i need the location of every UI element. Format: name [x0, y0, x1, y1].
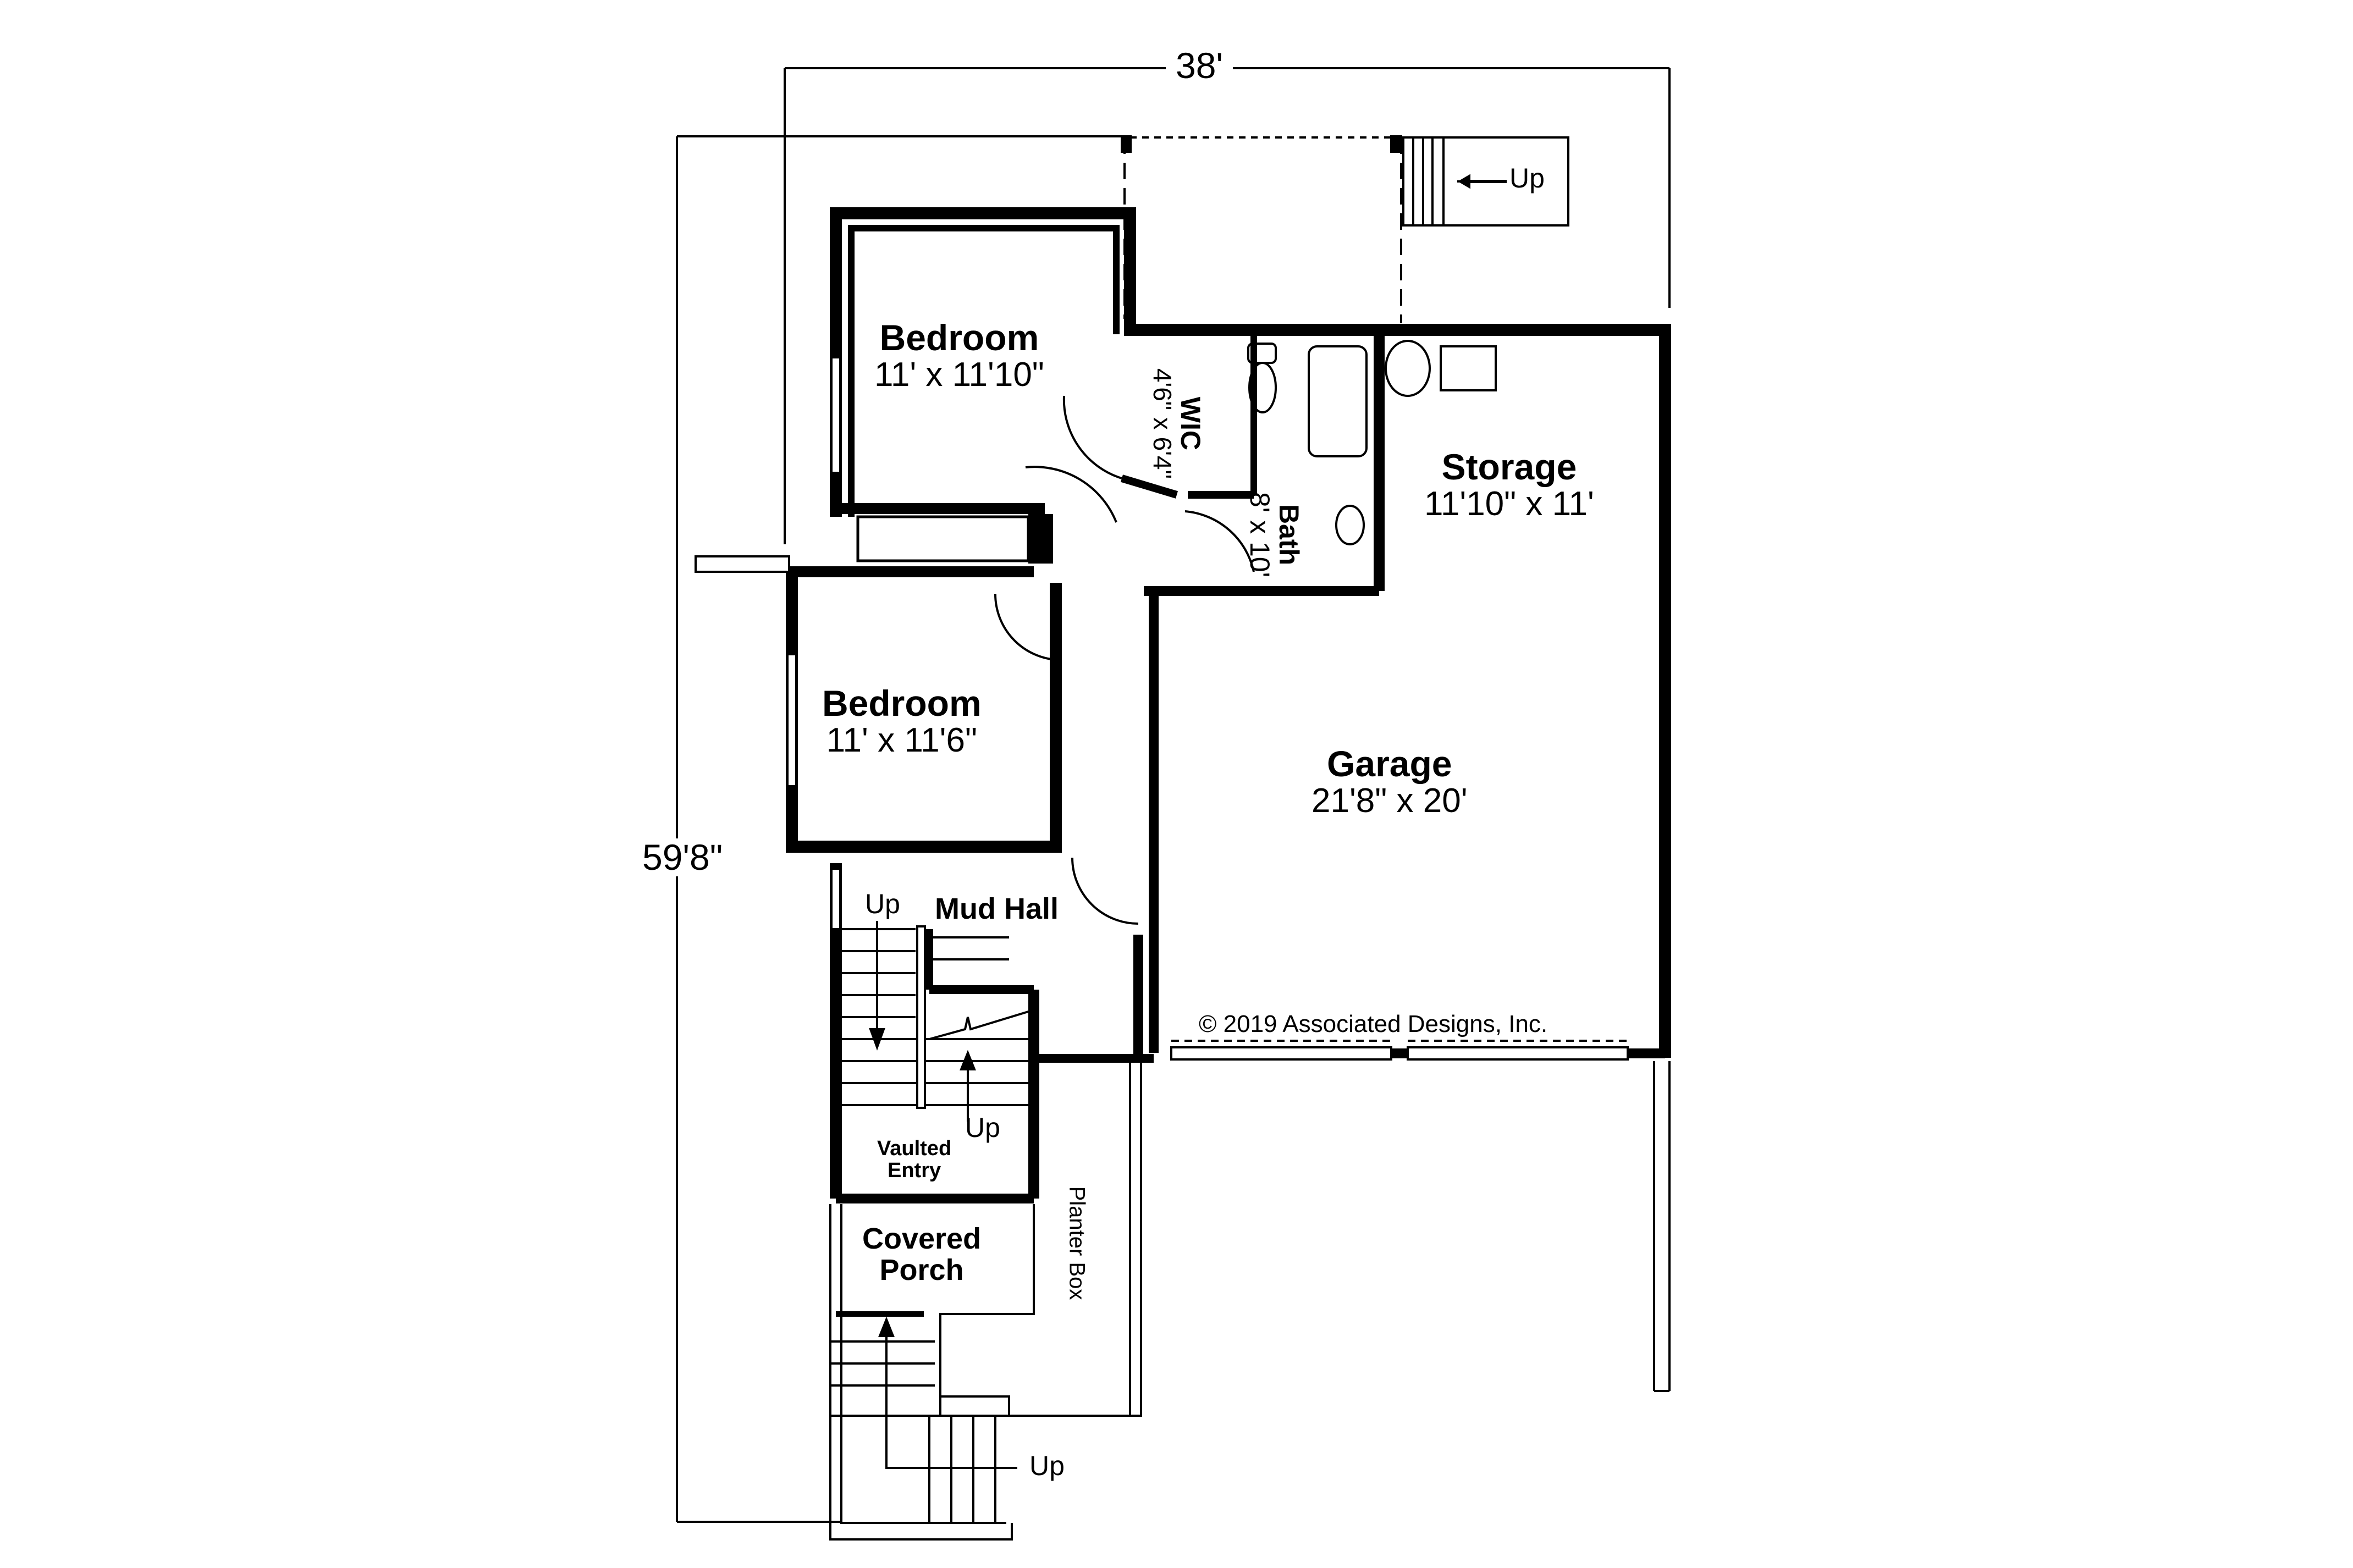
room-name: Bedroom [822, 683, 982, 724]
room-name-line1: Covered [862, 1222, 982, 1255]
room-name: Garage [1327, 743, 1452, 784]
room-dims: 21'8" x 20' [1311, 782, 1468, 820]
room-wic: WIC 4'6" x 6'4" [1148, 368, 1206, 479]
room-garage: Garage 21'8" x 20' [1311, 743, 1468, 820]
room-dims: 4'6" x 6'4" [1148, 368, 1177, 479]
room-dims: 8' x 10' [1244, 492, 1276, 578]
room-bedroom-lower: Bedroom 11' x 11'6" [822, 684, 982, 758]
stair-up-entry: Up [965, 1112, 1000, 1143]
stair-up-top-right: Up [1509, 163, 1545, 194]
room-mud-hall: Mud Hall [935, 892, 1059, 925]
stair-up-mud-hall: Up [865, 888, 900, 919]
room-name: Bedroom [879, 317, 1039, 358]
room-dims: 11' x 11'6" [826, 721, 978, 760]
dimension-lines [676, 67, 1671, 1523]
copyright-notice: © 2019 Associated Designs, Inc. [1199, 1011, 1548, 1037]
room-storage: Storage 11'10" x 11' [1424, 448, 1594, 522]
room-dims: 11'10" x 11' [1424, 485, 1594, 523]
stair-up-porch: Up [1029, 1450, 1065, 1481]
room-bath: Bath 8' x 10' [1244, 492, 1305, 578]
room-name: Storage [1441, 446, 1577, 487]
upper-deck [1121, 135, 1569, 323]
doors [994, 395, 1255, 925]
room-vaulted-entry: Vaulted Entry [877, 1138, 951, 1182]
room-name-line2: Porch [879, 1253, 964, 1287]
windows [695, 356, 841, 930]
overall-width-label: 38' [1166, 46, 1233, 85]
room-covered-porch: Covered Porch [862, 1223, 981, 1285]
fixtures [1247, 340, 1497, 545]
room-name: WIC [1175, 396, 1206, 450]
mud-hall-stairs [841, 921, 1029, 1122]
room-dims: 11' x 11'10" [874, 356, 1044, 394]
room-name-line2: Entry [888, 1158, 941, 1182]
planter-box-label: Planter Box [1065, 1186, 1089, 1300]
porch-and-front-stairs [829, 1061, 1671, 1541]
room-name: Bath [1274, 504, 1305, 566]
garage-doors [1170, 1040, 1629, 1061]
room-bedroom-upper: Bedroom 11' x 11'10" [874, 317, 1044, 394]
overall-depth-label: 59'8" [632, 838, 733, 877]
room-name-line1: Vaulted [877, 1137, 952, 1160]
